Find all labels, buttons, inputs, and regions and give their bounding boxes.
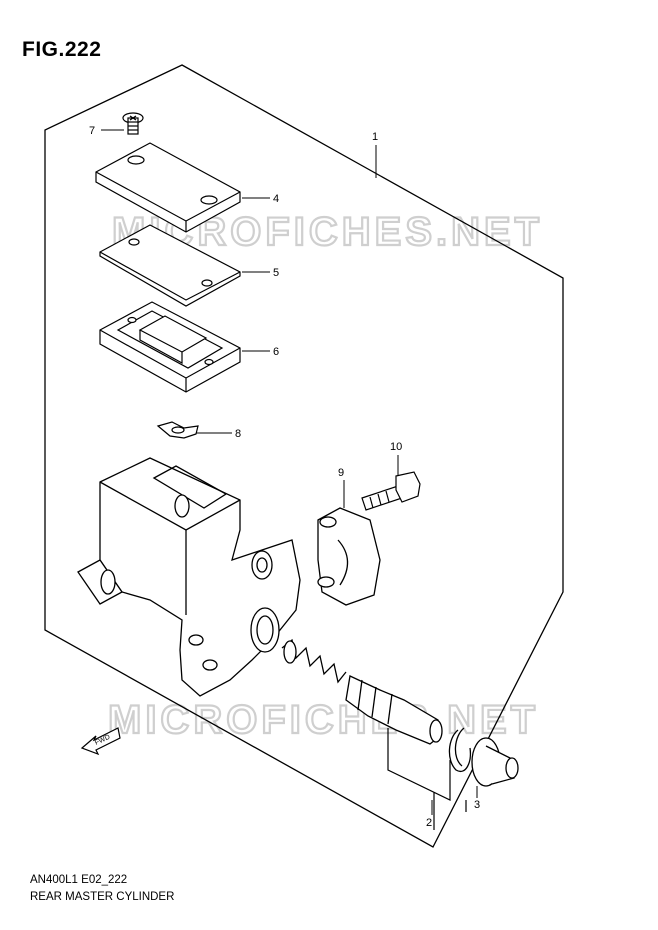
model-code: AN400L1 E02_222 [30, 874, 128, 886]
kit-outline [44, 64, 564, 848]
part-screw-7 [122, 112, 144, 135]
part-plate-5 [99, 224, 241, 307]
callout-5: 5 [273, 267, 279, 279]
callout-8: 8 [235, 428, 241, 440]
part-title: REAR MASTER CYLINDER [30, 891, 175, 903]
callout-4: 4 [273, 193, 279, 205]
part-spring [281, 638, 347, 684]
callout-9: 9 [338, 467, 344, 479]
part-cylinder-body [77, 457, 301, 697]
leader-lines [101, 129, 478, 815]
part-piston [345, 675, 443, 745]
callout-2: 2 [426, 817, 432, 829]
callouts: 1 2 3 4 5 6 7 8 9 10 [89, 125, 480, 829]
part-clip-8 [156, 421, 199, 439]
part-2-bracket [387, 728, 467, 830]
part-bolt-10 [361, 471, 421, 511]
part-holder-9 [317, 507, 381, 606]
callout-7: 7 [89, 125, 95, 137]
part-circlip [448, 727, 472, 772]
part-cap-4 [95, 142, 241, 233]
callout-10: 10 [390, 441, 402, 453]
part-diaphragm-6 [99, 301, 241, 393]
watermark-bottom: MICROFICHES.NET [108, 698, 539, 742]
callout-6: 6 [273, 346, 279, 358]
fwd-arrow: FWD [80, 727, 121, 756]
callout-1: 1 [372, 131, 378, 143]
part-boot-3 [471, 737, 519, 787]
callout-3: 3 [474, 799, 480, 811]
figure-label: FIG.222 [22, 38, 102, 61]
